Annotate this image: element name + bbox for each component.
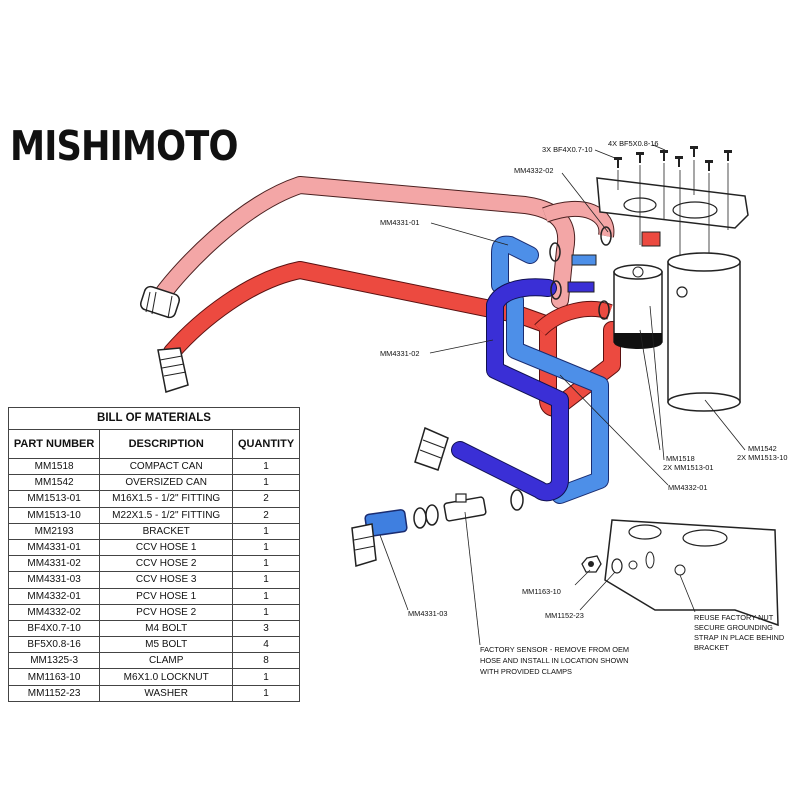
part-number-cell: MM4331-02 <box>7 555 101 573</box>
callout-compact-can: MM1518 <box>666 454 695 463</box>
bill-of-materials-table: BILL OF MATERIALS PART NUMBER DESCRIPTIO… <box>7 407 300 702</box>
header-quantity: QUANTITY <box>232 429 300 459</box>
locknut <box>581 555 602 573</box>
quantity-cell: 1 <box>232 538 300 557</box>
description-cell: CCV HOSE 3 <box>99 571 234 589</box>
part-number-cell: MM1325-3 <box>7 652 101 670</box>
quantity-cell: 1 <box>232 684 300 702</box>
quantity-cell: 2 <box>232 490 300 508</box>
quantity-cell: 1 <box>232 474 300 492</box>
description-cell: CCV HOSE 1 <box>99 538 234 557</box>
ccv-hose-2 <box>451 278 569 502</box>
callout-pcv-hose-2: MM4332-02 <box>514 166 553 175</box>
quantity-cell: 1 <box>232 587 300 605</box>
part-number-cell: MM1542 <box>7 474 101 492</box>
callout-compact-fitting: 2X MM1513-01 <box>663 463 714 472</box>
quantity-cell: 1 <box>232 668 300 686</box>
bracket-lower <box>604 519 779 627</box>
description-cell: M22X1.5 - 1/2" FITTING <box>99 506 234 524</box>
part-number-cell: MM2193 <box>7 522 101 540</box>
bolts <box>614 146 732 171</box>
upper-elbow-fitting <box>139 285 181 319</box>
quantity-cell: 1 <box>232 603 300 621</box>
quantity-cell: 1 <box>232 571 300 589</box>
factory-sensor <box>443 493 487 522</box>
part-number-cell: BF4X0.7-10 <box>7 619 101 638</box>
quantity-cell: 1 <box>232 555 300 573</box>
callout-oversized-can: MM1542 <box>748 444 777 453</box>
part-number-cell: MM1513-10 <box>7 506 101 524</box>
description-cell: OVERSIZED CAN <box>99 474 234 492</box>
description-cell: CLAMP <box>99 652 234 670</box>
description-cell: M4 BOLT <box>99 619 234 638</box>
sensor-note: FACTORY SENSOR - REMOVE FROM OEM HOSE AN… <box>480 645 631 676</box>
callout-ccv-hose-3: MM4331-03 <box>408 609 447 618</box>
quantity-cell: 3 <box>232 619 300 638</box>
part-number-cell: MM4331-01 <box>7 538 101 557</box>
description-cell: WASHER <box>99 684 234 702</box>
oversized-can <box>667 252 741 412</box>
compact-can <box>613 264 663 349</box>
part-number-cell: MM1163-10 <box>7 668 101 686</box>
description-cell: COMPACT CAN <box>99 457 234 476</box>
quantity-cell: 1 <box>232 522 300 540</box>
leader-lines <box>379 144 746 646</box>
callout-pcv-hose-1: MM4332-01 <box>668 483 707 492</box>
part-number-cell: BF5X0.8-16 <box>7 636 101 654</box>
part-number-cell: MM1518 <box>7 457 101 476</box>
bolt-guides <box>617 160 729 260</box>
nut-note: REUSE FACTORY NUT SECURE GROUNDING STRAP… <box>694 613 786 652</box>
description-cell: CCV HOSE 2 <box>99 555 234 573</box>
description-cell: M5 BOLT <box>99 636 234 654</box>
callout-oversized-fitting: 2X MM1513-10 <box>737 453 788 462</box>
callout-bolts-m5: 4X BF5X0.8-16 <box>608 139 659 148</box>
part-number-cell: MM4332-01 <box>7 587 101 605</box>
description-cell: M16X1.5 - 1/2" FITTING <box>99 490 234 508</box>
ccv-elbow-fitting <box>414 426 449 471</box>
callout-washer: MM1152-23 <box>545 611 584 620</box>
callout-locknut: MM1163-10 <box>522 587 561 596</box>
description-cell: M6X1.0 LOCKNUT <box>99 668 234 686</box>
part-number-cell: MM1513-01 <box>7 490 101 508</box>
description-cell: PCV HOSE 2 <box>99 603 234 621</box>
callout-ccv-hose-1: MM4331-01 <box>380 218 419 227</box>
lower-elbow-fitting <box>157 347 189 393</box>
header-part-number: PART NUMBER <box>7 429 101 459</box>
mishimoto-logo: MISHIMOTO <box>10 122 238 170</box>
part-number-cell: MM4332-02 <box>7 603 101 621</box>
header-description: DESCRIPTION <box>99 429 234 459</box>
bracket-top <box>596 177 749 229</box>
bom-title: BILL OF MATERIALS <box>8 407 300 430</box>
part-number-cell: MM1152-23 <box>7 684 101 702</box>
callout-bolts-m4: 3X BF4X0.7-10 <box>542 145 593 154</box>
quantity-cell: 2 <box>232 506 300 524</box>
description-cell: PCV HOSE 1 <box>99 587 234 605</box>
callout-ccv-hose-2: MM4331-02 <box>380 349 419 358</box>
ccv-hose-3 <box>351 509 408 567</box>
washer <box>611 558 623 574</box>
quantity-cell: 4 <box>232 636 300 654</box>
quantity-cell: 1 <box>232 457 300 476</box>
quantity-cell: 8 <box>232 652 300 670</box>
part-number-cell: MM4331-03 <box>7 571 101 589</box>
description-cell: BRACKET <box>99 522 234 540</box>
